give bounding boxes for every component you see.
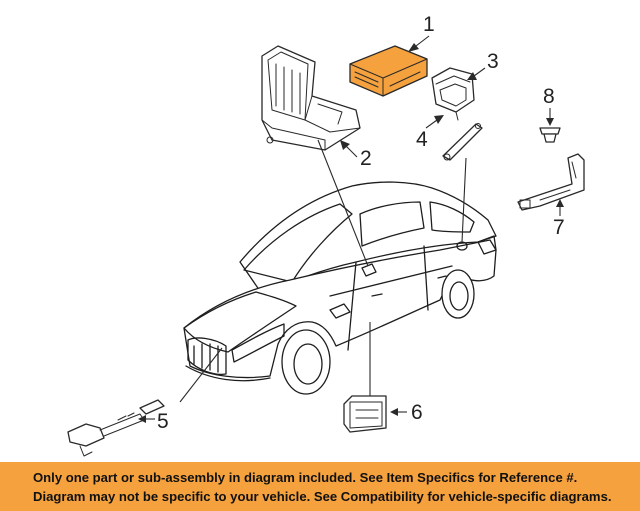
location-leaders: [179, 139, 467, 403]
disclaimer-line-1: Only one part or sub-assembly in diagram…: [33, 470, 578, 485]
leader-6: [390, 408, 407, 416]
part-6-switch: [343, 395, 387, 433]
callout-4: 4: [416, 128, 428, 151]
leader-7: [556, 199, 564, 216]
leader-2: [340, 140, 358, 158]
parts-diagram: 1 2 3 4: [67, 13, 585, 457]
callout-1: 1: [423, 13, 435, 36]
part-1-control-module: [349, 45, 428, 97]
leader-1: [408, 35, 430, 52]
callout-8: 8: [543, 85, 555, 108]
leader-8: [546, 108, 554, 126]
callout-7: 7: [553, 216, 565, 239]
leader-4: [425, 115, 444, 129]
part-3-sensor: [431, 67, 475, 121]
part-8-clip: [539, 127, 561, 143]
vehicle-outline: [183, 181, 497, 395]
callout-6: 6: [411, 401, 423, 424]
callout-3: 3: [487, 50, 499, 73]
part-4-arm: [442, 123, 483, 161]
disclaimer-line-2: Diagram may not be specific to your vehi…: [33, 489, 612, 504]
part-5-sensor: [67, 399, 165, 457]
leader-5: [138, 415, 155, 423]
leader-3: [467, 67, 486, 80]
part-2-bracket: [261, 45, 361, 151]
disclaimer-banner: Only one part or sub-assembly in diagram…: [0, 462, 640, 511]
callout-5: 5: [157, 410, 169, 433]
callout-2: 2: [360, 147, 372, 170]
part-7-bracket: [517, 153, 585, 211]
